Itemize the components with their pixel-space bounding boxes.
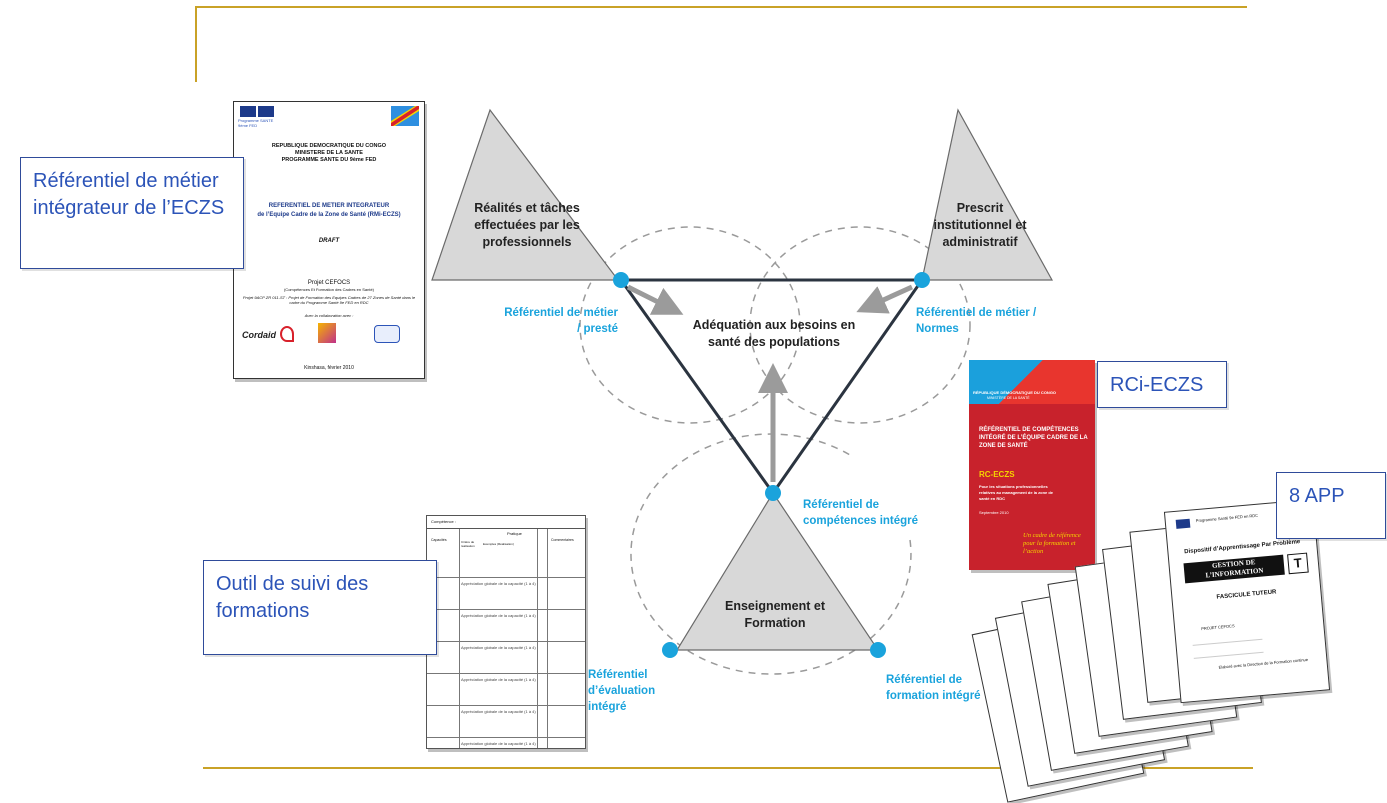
rmi-country: REPUBLIQUE DEMOCRATIQUE DU CONGO bbox=[271, 143, 387, 149]
ref-evaluation-label: Référentiel d’évaluation intégré bbox=[588, 669, 656, 713]
callout-rmi: Référentiel de métier intégrateur de l’E… bbox=[20, 157, 244, 269]
outil-row-3 bbox=[427, 641, 585, 642]
right-triangle-label: Prescrit institutionnel et administratif bbox=[933, 201, 1027, 249]
rmi-title-2: de l’Equipe Cadre de la Zone de Santé (R… bbox=[257, 212, 401, 218]
rmi-ministry: MINISTERE DE LA SANTE bbox=[295, 150, 363, 156]
triangle-right bbox=[921, 108, 1054, 281]
rmi-title-1: REFERENTIEL DE METIER INTEGRATEUR bbox=[268, 203, 390, 209]
left-triangle-label: Réalités et tâches effectuées par les pr… bbox=[474, 201, 580, 249]
node-formation bbox=[870, 642, 886, 658]
ref-metier-normes-label: Référentiel de métier / Normes bbox=[916, 307, 1037, 335]
app-module-letter: T bbox=[1287, 552, 1309, 575]
outil-row-note-5: Appréciation globale de la capacité (1 à… bbox=[461, 709, 536, 714]
outil-col-pratique: Pratique bbox=[507, 531, 522, 536]
rci-date: Septembre 2010 bbox=[979, 510, 1009, 515]
node-evaluation bbox=[662, 642, 678, 658]
outil-table-doc: Compétence : Pratique Capacités Critère … bbox=[426, 515, 586, 749]
callout-rci: RCi-ECZS bbox=[1097, 361, 1227, 408]
rmi-programme-line: PROGRAMME SANTE DU 9ème FED bbox=[281, 157, 377, 163]
eu-flag-icon bbox=[240, 106, 256, 117]
sante-flag-icon bbox=[258, 106, 274, 117]
ref-formation-label: Référentiel de formation intégré bbox=[886, 674, 981, 702]
cordaid-symbol-icon bbox=[280, 326, 294, 342]
node-left bbox=[613, 272, 629, 288]
outil-row-5 bbox=[427, 705, 585, 706]
outil-grid-col2 bbox=[537, 529, 538, 748]
rmi-projet: Projet CEFOCS bbox=[307, 280, 351, 286]
cordaid-logo: Cordaid bbox=[242, 330, 277, 340]
arrow-right bbox=[856, 284, 914, 314]
partner-logo-2 bbox=[318, 323, 336, 343]
arrow-left bbox=[626, 284, 684, 315]
bottom-triangle-label: Enseignement et Formation bbox=[724, 599, 826, 630]
top-rule bbox=[195, 6, 1247, 8]
rmi-date: Kinshasa, février 2010 bbox=[304, 365, 354, 371]
rci-tagline: Un cadre de référence pour la formation … bbox=[1023, 532, 1081, 555]
ref-metier-preste-label: Référentiel de métier / presté bbox=[504, 307, 618, 335]
dashed-circle-left bbox=[579, 226, 801, 424]
rci-acronym: RC-ECZS bbox=[979, 470, 1015, 479]
outil-col-capacites: Capacités bbox=[431, 538, 447, 542]
node-right bbox=[914, 272, 930, 288]
rmi-document: Programme SANTE 9ème FED REPUBLIQUE DEMO… bbox=[233, 101, 425, 379]
drc-flag-icon bbox=[391, 106, 419, 126]
rci-red-panel bbox=[969, 404, 1095, 570]
outil-grid-col3 bbox=[547, 529, 548, 748]
rci-title: RÉFÉRENTIEL DE COMPÉTENCES INTÉGRÉ DE L’… bbox=[979, 427, 1088, 449]
rci-ministry: MINISTÈRE DE LA SANTÉ bbox=[987, 396, 1030, 400]
app-footer: Elaboré avec la Direction de la Formatio… bbox=[1218, 656, 1309, 670]
outil-grid: Appréciation globale de la capacité (1 à… bbox=[427, 528, 585, 748]
outil-row-note-4: Appréciation globale de la capacité (1 à… bbox=[461, 677, 536, 682]
rmi-collab: Avec la collaboration avec : bbox=[304, 313, 354, 318]
outil-row-6 bbox=[427, 737, 585, 738]
programme-logo-text: Programme SANTE 9ème FED bbox=[238, 118, 274, 128]
bottom-rule bbox=[203, 767, 1253, 769]
outil-row-note-3: Appréciation globale de la capacité (1 à… bbox=[461, 645, 536, 650]
rmi-projet-sub: (Compétences Et Formation des Cadres en … bbox=[283, 287, 375, 292]
outil-col-criteres: Critère de réalisation bbox=[461, 540, 475, 548]
triangle-left bbox=[431, 108, 620, 281]
rci-country: RÉPUBLIQUE DÉMOCRATIQUE DU CONGO bbox=[973, 390, 1057, 395]
triangle-bottom bbox=[675, 491, 880, 651]
app-logo-icon bbox=[1175, 518, 1191, 529]
partner-logo-3 bbox=[374, 325, 400, 343]
node-bottom bbox=[765, 485, 781, 501]
callout-outil: Outil de suivi des formations bbox=[203, 560, 437, 655]
app-partner-logos bbox=[1192, 638, 1264, 659]
outil-row-note-1: Appréciation globale de la capacité (1 à… bbox=[461, 581, 536, 586]
center-label: Adéquation aux besoins en santé des popu… bbox=[692, 318, 856, 349]
outil-col-exemples: Exemples (Réalisation) bbox=[483, 542, 514, 546]
ref-competences-label: Référentiel de compétences intégré bbox=[803, 499, 919, 527]
rmi-draft: DRAFT bbox=[318, 238, 340, 244]
outil-col-commentaires: Commentaires bbox=[551, 538, 574, 542]
rci-subtitle: Pour les situations professionnelles rel… bbox=[979, 484, 1054, 501]
outil-row-note-6: Appréciation globale de la capacité (1 à… bbox=[461, 741, 536, 746]
app-projet: PROJET CEFOCS bbox=[1201, 623, 1235, 632]
outil-grid-col1 bbox=[459, 529, 460, 748]
callout-app: 8 APP bbox=[1276, 472, 1386, 539]
outil-header: Compétence : bbox=[431, 519, 456, 524]
triangle-center bbox=[618, 278, 925, 496]
outil-row-1 bbox=[427, 577, 585, 578]
rci-cover: RÉPUBLIQUE DÉMOCRATIQUE DU CONGO MINISTÈ… bbox=[969, 360, 1095, 570]
outil-row-note-2: Appréciation globale de la capacité (1 à… bbox=[461, 613, 536, 618]
outil-row-4 bbox=[427, 673, 585, 674]
dashed-circle-right bbox=[749, 226, 971, 424]
left-rule bbox=[195, 6, 197, 82]
rmi-projet-desc: Projet 9ACP ZR 011-ST : Projet de Format… bbox=[242, 295, 416, 305]
app-fascicule: FASCICULE TUTEUR bbox=[1216, 589, 1277, 601]
outil-row-2 bbox=[427, 609, 585, 610]
